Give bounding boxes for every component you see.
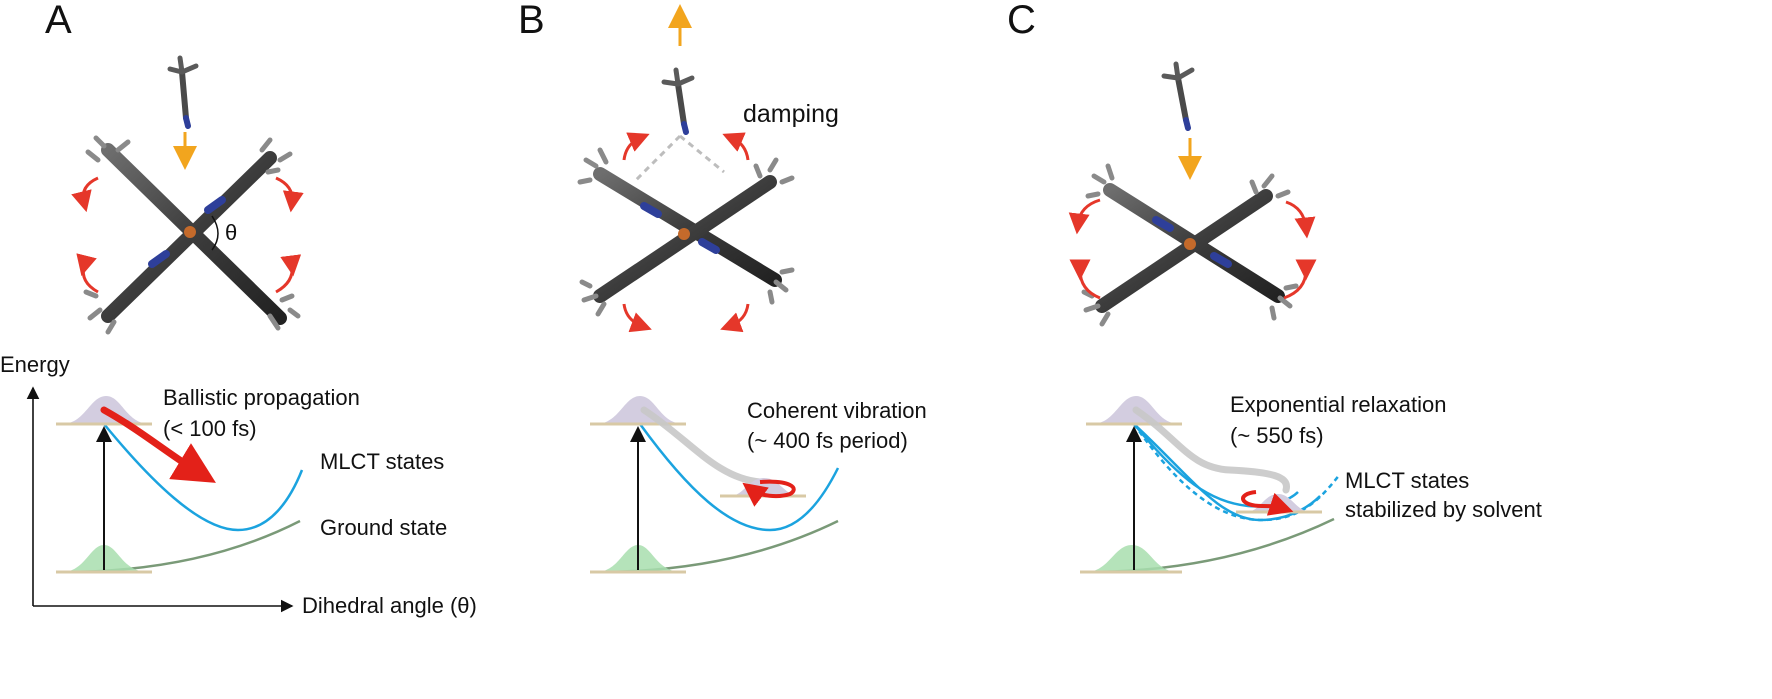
- damping-label: damping: [743, 100, 839, 128]
- mlct-curve: [103, 423, 304, 532]
- time-label-b: (~ 400 fs period): [747, 428, 908, 453]
- panel-b-letter: B: [518, 0, 545, 42]
- panel-a-potential-diagram: Ballistic propagation (< 100 fs) MLCT st…: [56, 385, 447, 574]
- panel-b-molecule: [577, 67, 795, 317]
- time-label-c: (~ 550 fs): [1230, 423, 1324, 448]
- ground-label-a: Ground state: [320, 515, 447, 540]
- panel-a-letter: A: [45, 0, 72, 42]
- angle-axis-label: Dihedral angle (θ): [302, 593, 477, 618]
- state-label-b: Coherent vibration: [747, 398, 927, 423]
- relaxation-arrow: [1241, 490, 1294, 516]
- panel-b-potential-diagram: Coherent vibration (~ 400 fs period): [590, 396, 927, 574]
- mlct-label-a: MLCT states: [320, 449, 444, 474]
- stabilized-mlct-curve: [1133, 423, 1321, 522]
- panel-b: B damping: [518, 0, 927, 574]
- panel-b-rotation-arrows: [622, 132, 750, 333]
- state-label-a: Ballistic propagation: [163, 385, 360, 410]
- panel-c-letter: C: [1007, 0, 1036, 42]
- ground-wavepacket-c: [1086, 545, 1178, 572]
- panel-c-rotation-arrows: [1068, 198, 1317, 300]
- state-label-c: Exponential relaxation: [1230, 392, 1446, 417]
- panel-a-rotation-arrows: [71, 176, 304, 294]
- vibration-arrow: [742, 479, 796, 507]
- stabilized-label-c: stabilized by solvent: [1345, 497, 1542, 522]
- ballistic-arrow: [100, 406, 216, 483]
- theta-label: θ: [225, 220, 237, 245]
- energy-axis-label: Energy: [0, 352, 70, 377]
- mlct-curve-b: [638, 423, 840, 532]
- mlct-label-c: MLCT states: [1345, 468, 1469, 493]
- panel-c-potential-diagram: Exponential relaxation (~ 550 fs) MLCT s…: [1080, 392, 1542, 574]
- trajectory-b: [640, 406, 764, 486]
- panel-c-molecule: [1081, 61, 1299, 327]
- energy-axes: Energy Dihedral angle (θ): [0, 352, 477, 618]
- panel-c: C: [1007, 0, 1542, 574]
- panel-a-molecule: θ: [83, 55, 301, 335]
- excited-wavepacket-b: [596, 396, 684, 424]
- trajectory-c: [1132, 406, 1290, 494]
- panel-a: A θ: [0, 0, 477, 618]
- time-label-a: (< 100 fs): [163, 416, 257, 441]
